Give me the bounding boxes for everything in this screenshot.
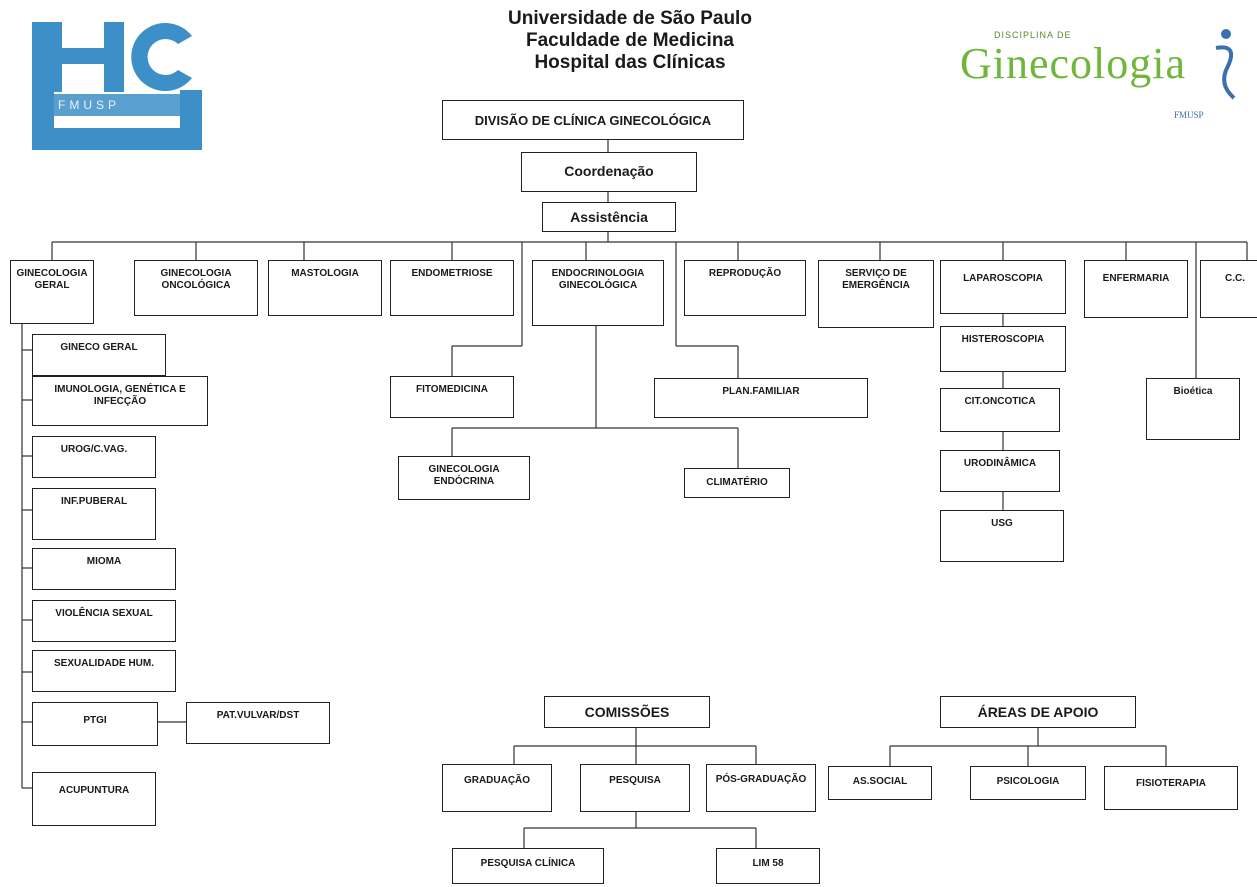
comissoes-title-box: COMISSÕES [544,696,710,728]
ginecologia-logo: DISCIPLINA DE Ginecologia FMUSP [952,29,1242,130]
sub-gineco-geral: GINECO GERAL [32,334,166,376]
sub-usg: USG [940,510,1064,562]
hc-fmusp-logo: FMUSP [32,22,202,150]
gin-logo-top-text: DISCIPLINA DE [994,30,1072,40]
unit-enfermaria: ENFERMARIA [1084,260,1188,318]
sub-imunologia: IMUNOLOGIA, GENÉTICA E INFECÇÃO [32,376,208,426]
figure-icon [1215,29,1236,100]
unit-ginecologia-geral: GINECOLOGIA GERAL [10,260,94,324]
apoio-as-social: AS.SOCIAL [828,766,932,800]
hospital-title: Hospital das Clínicas [534,52,726,73]
sub-mioma: MIOMA [32,548,176,590]
unit-endocrinologia: ENDOCRINOLOGIA GINECOLÓGICA [532,260,664,326]
unit-endometriose: ENDOMETRIOSE [390,260,514,316]
unit-cc: C.C. [1200,260,1257,318]
unit-servico-emergencia: SERVIÇO DE EMERGÊNCIA [818,260,934,328]
sub-histeroscopia: HISTEROSCOPIA [940,326,1066,372]
unit-ginecologia-oncologica: GINECOLOGIA ONCOLÓGICA [134,260,258,316]
sub-sexualidade: SEXUALIDADE HUM. [32,650,176,692]
comissao-graduacao: GRADUAÇÃO [442,764,552,812]
coordination-box: Coordenação [521,152,697,192]
comissao-lim58: LIM 58 [716,848,820,884]
comissao-pos-graduacao: PÓS-GRADUAÇÃO [706,764,816,812]
unit-reproducao: REPRODUÇÃO [684,260,806,316]
unit-mastologia: MASTOLOGIA [268,260,382,316]
c-letter-shape [131,22,192,92]
sub-fitomedicina: FITOMEDICINA [390,376,514,418]
apoio-psicologia: PSICOLOGIA [970,766,1086,800]
unit-laparoscopia: LAPAROSCOPIA [940,260,1066,314]
sub-pat-vulvar: PAT.VULVAR/DST [186,702,330,744]
areas-apoio-title-box: ÁREAS DE APOIO [940,696,1136,728]
sub-ptgi: PTGI [32,702,158,746]
sub-violencia-sexual: VIOLÊNCIA SEXUAL [32,600,176,642]
division-box: DIVISÃO DE CLÍNICA GINECOLÓGICA [442,100,744,140]
sub-ginecologia-endocrina: GINECOLOGIA ENDÓCRINA [398,456,530,500]
assistance-box: Assistência [542,202,676,232]
sub-urodinamica: URODINÂMICA [940,450,1060,492]
faculty-title: Faculdade de Medicina [526,30,734,51]
apoio-fisioterapia: FISIOTERAPIA [1104,766,1238,810]
hc-logo-subtext: FMUSP [58,98,120,112]
sub-acupuntura: ACUPUNTURA [32,772,156,826]
comissao-pesquisa-clinica: PESQUISA CLÍNICA [452,848,604,884]
sub-climaterio: CLIMATÉRIO [684,468,790,498]
comissao-pesquisa: PESQUISA [580,764,690,812]
sub-urog: UROG/C.VAG. [32,436,156,478]
sub-cit-oncotica: CIT.ONCOTICA [940,388,1060,432]
university-title: Universidade de São Paulo [508,8,752,29]
sub-inf-puberal: INF.PUBERAL [32,488,156,540]
sub-bioetica: Bioética [1146,378,1240,440]
sub-plan-familiar: PLAN.FAMILIAR [654,378,868,418]
gin-logo-subtext: FMUSP [1174,110,1204,120]
gin-logo-wordmark: Ginecologia [960,39,1187,88]
